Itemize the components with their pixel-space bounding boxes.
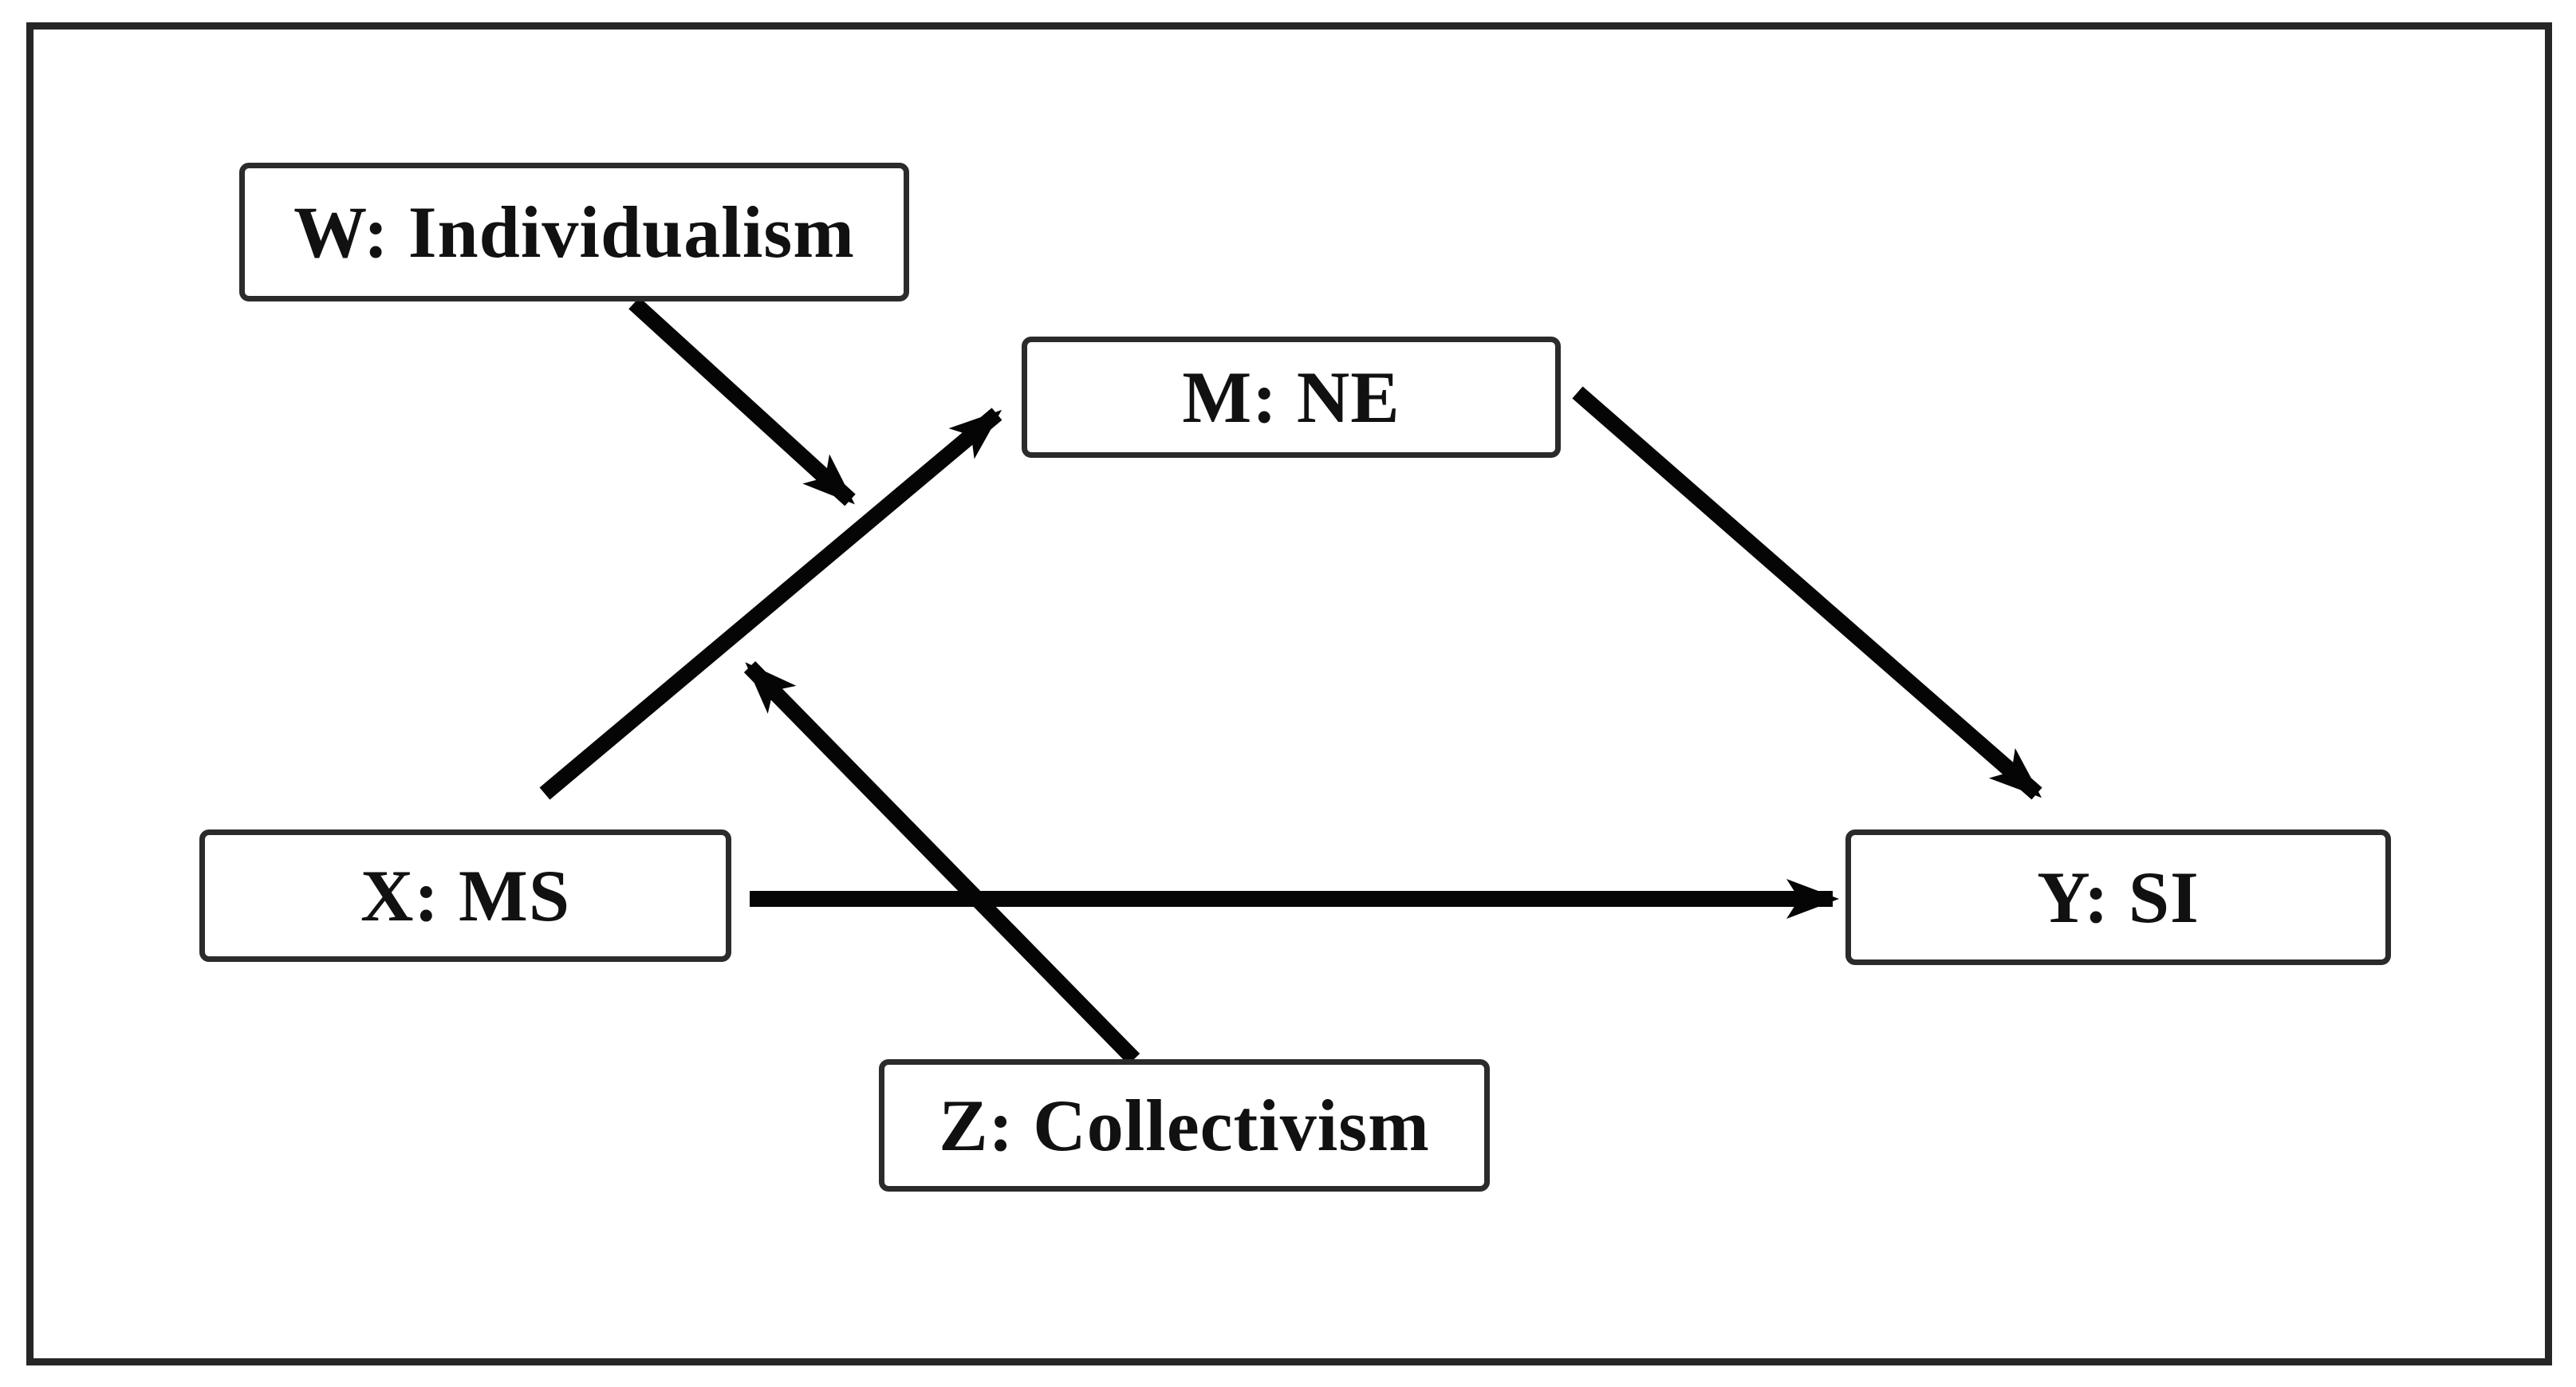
node-w-label: W: Individualism	[293, 191, 855, 273]
node-m-label: M: NE	[1182, 357, 1400, 438]
arrow-w-moderation	[628, 297, 856, 506]
arrow-z-moderation	[743, 661, 1140, 1065]
arrow-m-to-y	[1572, 386, 2042, 800]
node-x-label: X: MS	[360, 855, 571, 936]
node-m-ne: M: NE	[1022, 337, 1561, 458]
node-z-label: Z: Collectivism	[939, 1085, 1430, 1166]
node-z-collectivism: Z: Collectivism	[879, 1059, 1490, 1192]
node-y-si: Y: SI	[1845, 829, 2391, 965]
node-x-ms: X: MS	[199, 829, 731, 962]
node-y-label: Y: SI	[2037, 857, 2200, 938]
figure-border	[26, 22, 2552, 1365]
node-w-individualism: W: Individualism	[239, 163, 909, 301]
arrow-x-to-m	[539, 408, 1002, 800]
